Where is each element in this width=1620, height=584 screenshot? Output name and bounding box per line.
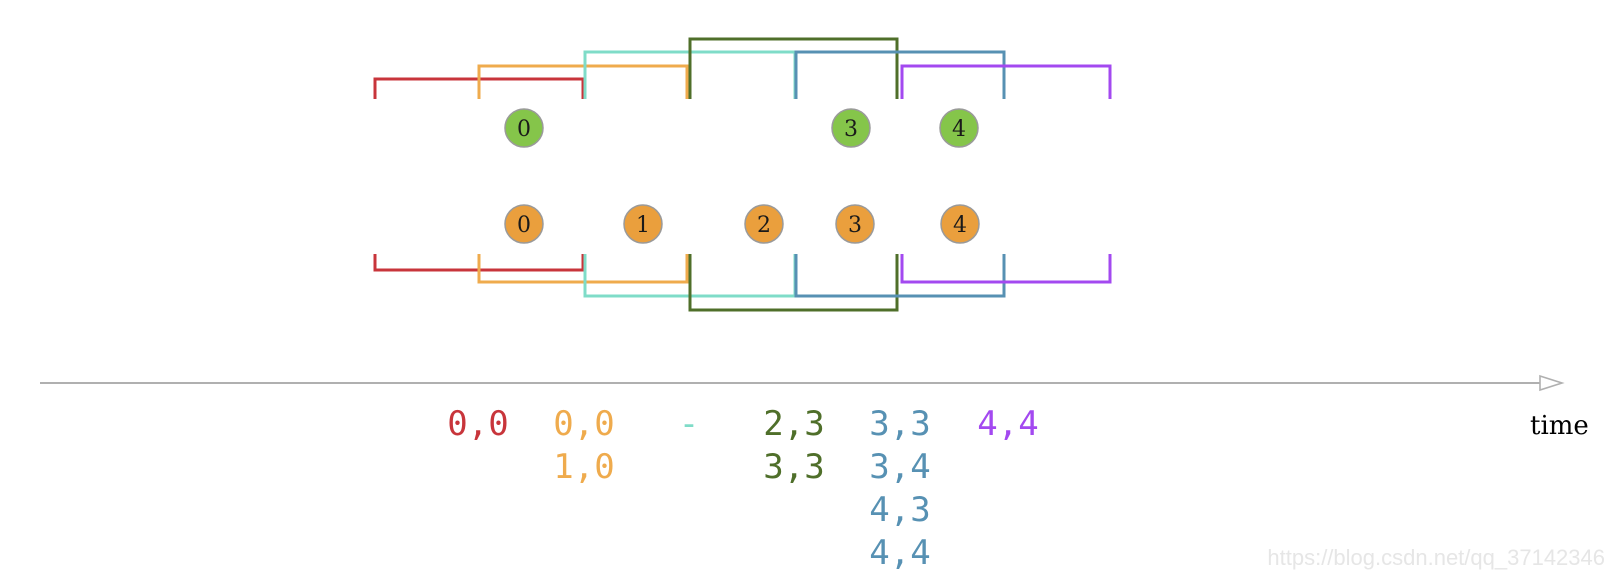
output-pair: 2,3	[763, 404, 824, 444]
output-pair: -	[679, 404, 699, 444]
bottom-stream-element-label: 2	[757, 213, 771, 238]
output-column-purple: 4,4	[977, 404, 1038, 444]
output-column-green: 2,33,3	[763, 404, 824, 487]
top-stream-element-circle	[939, 108, 979, 148]
top-stream-element: 3	[831, 108, 871, 148]
output-pair: 0,0	[553, 404, 614, 444]
bottom-stream-element-label: 4	[953, 213, 967, 238]
time-axis-label: time	[1530, 411, 1589, 441]
bottom-stream-element-label: 0	[517, 213, 531, 238]
window-bracket-top-blue	[794, 50, 1006, 99]
watermark: https://blog.csdn.net/qq_37142346	[1267, 545, 1605, 570]
window-bracket-bottom-green	[688, 254, 899, 312]
bottom-stream-element-label: 3	[848, 213, 862, 238]
output-pair: 3,3	[869, 404, 930, 444]
output-column-red: 0,0	[447, 404, 508, 444]
bottom-stream-element-circle	[744, 204, 784, 244]
window-bracket-bottom-purple	[900, 254, 1112, 284]
bottom-window-brackets	[373, 254, 1112, 312]
output-column-orange: 0,01,0	[553, 404, 614, 487]
output-pair: 4,3	[869, 490, 930, 530]
top-stream-elements: 0 3 4	[504, 108, 979, 148]
bottom-stream-element: 4	[940, 204, 980, 244]
top-window-brackets	[373, 37, 1112, 99]
output-pair: 0,0	[447, 404, 508, 444]
bottom-stream-elements: 0 1 2 3 4	[504, 204, 980, 244]
output-column-teal: -	[679, 404, 699, 444]
output-pair: 4,4	[869, 533, 930, 573]
top-stream-element-label: 0	[517, 117, 531, 142]
output-pair: 4,4	[977, 404, 1038, 444]
bottom-stream-element-label: 1	[636, 213, 650, 238]
top-stream-element: 4	[939, 108, 979, 148]
bottom-stream-element: 1	[623, 204, 663, 244]
output-column-blue: 3,33,44,34,4	[869, 404, 930, 573]
output-pair: 1,0	[553, 447, 614, 487]
output-pair: 3,4	[869, 447, 930, 487]
bottom-stream-element-circle	[940, 204, 980, 244]
window-bracket-bottom-orange	[477, 254, 689, 284]
bottom-stream-element: 0	[504, 204, 544, 244]
bottom-stream-element-circle	[623, 204, 663, 244]
bottom-stream-element: 3	[835, 204, 875, 244]
bottom-stream-element-circle	[835, 204, 875, 244]
top-stream-element-label: 4	[952, 117, 966, 142]
window-bracket-top-green	[688, 37, 899, 99]
top-stream-element-label: 3	[844, 117, 858, 142]
output-pair: 3,3	[763, 447, 824, 487]
window-bracket-bottom-blue	[794, 254, 1006, 298]
top-stream-element-circle	[831, 108, 871, 148]
bottom-stream-element: 2	[744, 204, 784, 244]
window-bracket-top-orange	[477, 64, 689, 99]
time-axis-arrow-icon	[1539, 374, 1565, 392]
top-stream-element-circle	[504, 108, 544, 148]
time-axis: time	[40, 374, 1589, 441]
bottom-stream-element-circle	[504, 204, 544, 244]
top-stream-element: 0	[504, 108, 544, 148]
window-bracket-top-purple	[900, 64, 1112, 99]
